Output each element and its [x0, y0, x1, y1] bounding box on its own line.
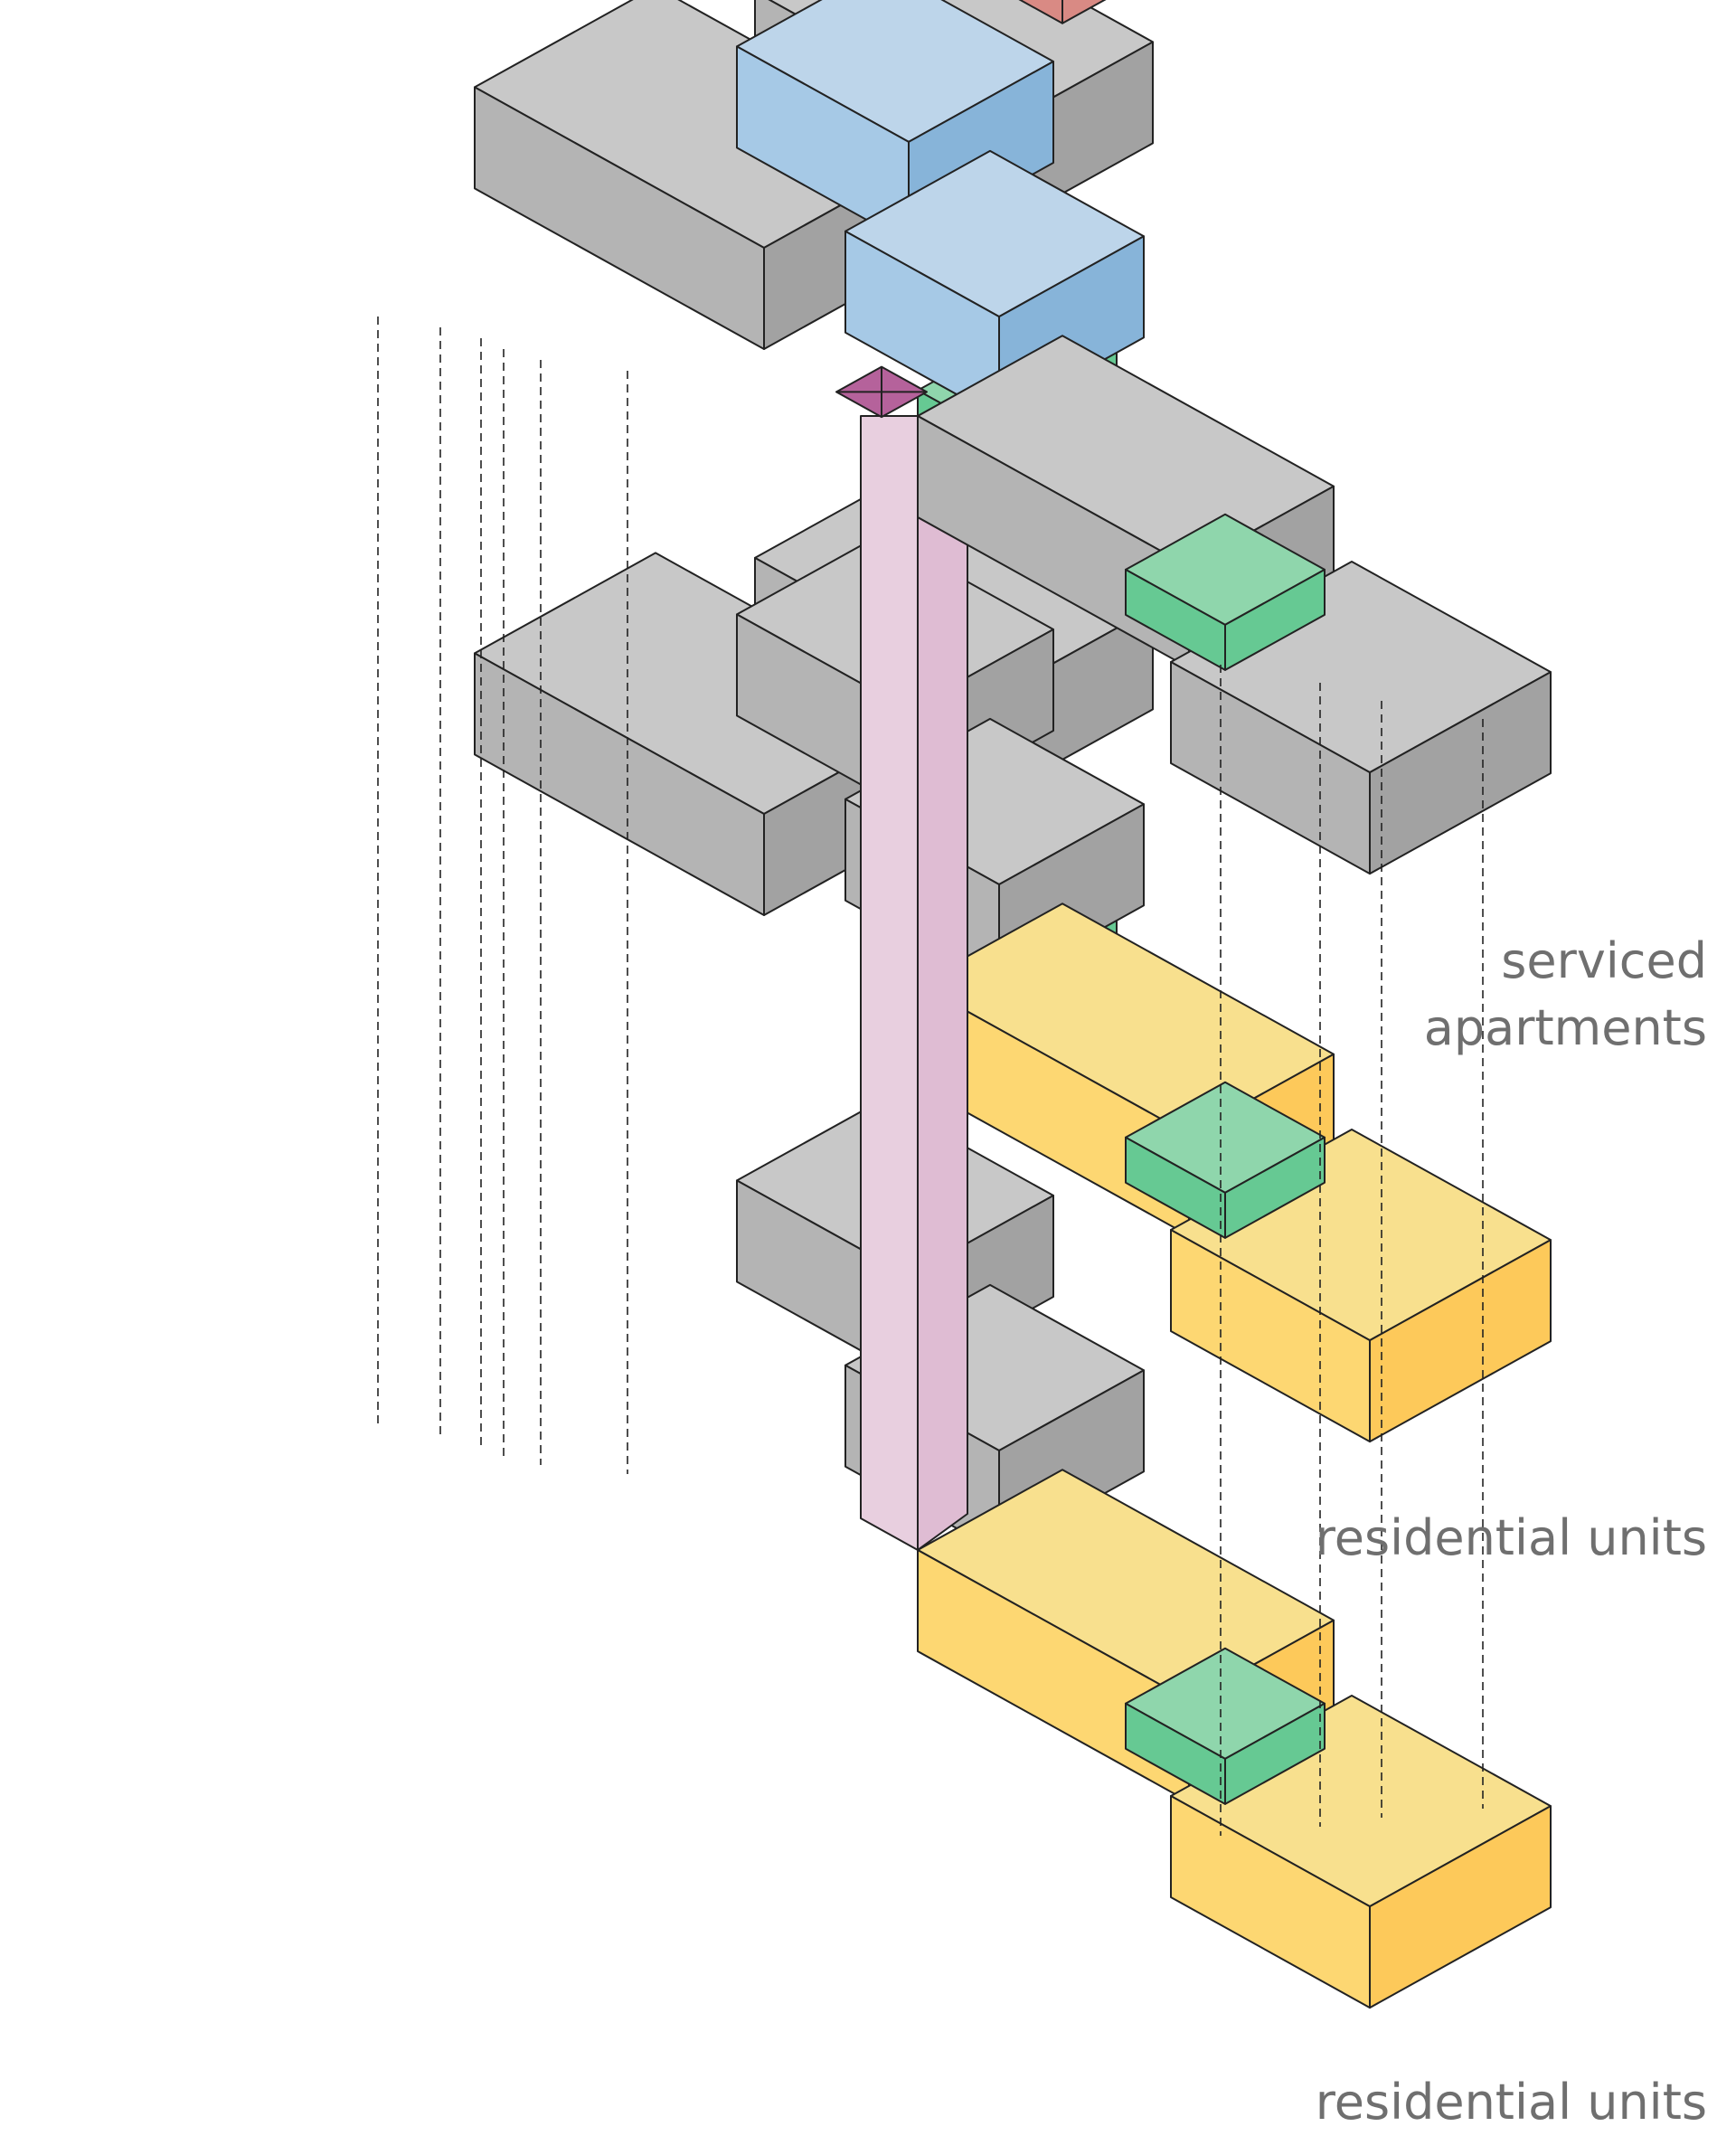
label-serviced-apartments: serviced apartments [1424, 928, 1707, 1062]
label-serviced-line2: apartments [1423, 999, 1707, 1056]
lift-lobby-right-face-82 [1061, 0, 1107, 24]
label-residential-units-bottom: residential units [1316, 2069, 1707, 2136]
east-wing-b-right-face-56 [1369, 1239, 1552, 1443]
east-wing-b-right-face-88 [1369, 671, 1552, 875]
label-residential-middle-text: residential units [1315, 1509, 1707, 1566]
label-residential-units-middle: residential units [1316, 1505, 1707, 1572]
label-residential-bottom-text: residential units [1315, 2074, 1707, 2131]
diagram-svg [377, 0, 1552, 2009]
label-serviced-line1: serviced [1501, 932, 1707, 989]
axonometric-diagram: serviced apartments residential units re… [377, 0, 1707, 2131]
bridge-right-face-29 [1224, 1702, 1326, 1805]
east-wing-b-right-face-26 [1369, 1805, 1552, 2009]
bridge-right-face-59 [1224, 1136, 1326, 1239]
shaft-right-61 [917, 406, 968, 1551]
shaft-left-60 [860, 415, 919, 1551]
bridge-right-face-91 [1224, 568, 1326, 671]
